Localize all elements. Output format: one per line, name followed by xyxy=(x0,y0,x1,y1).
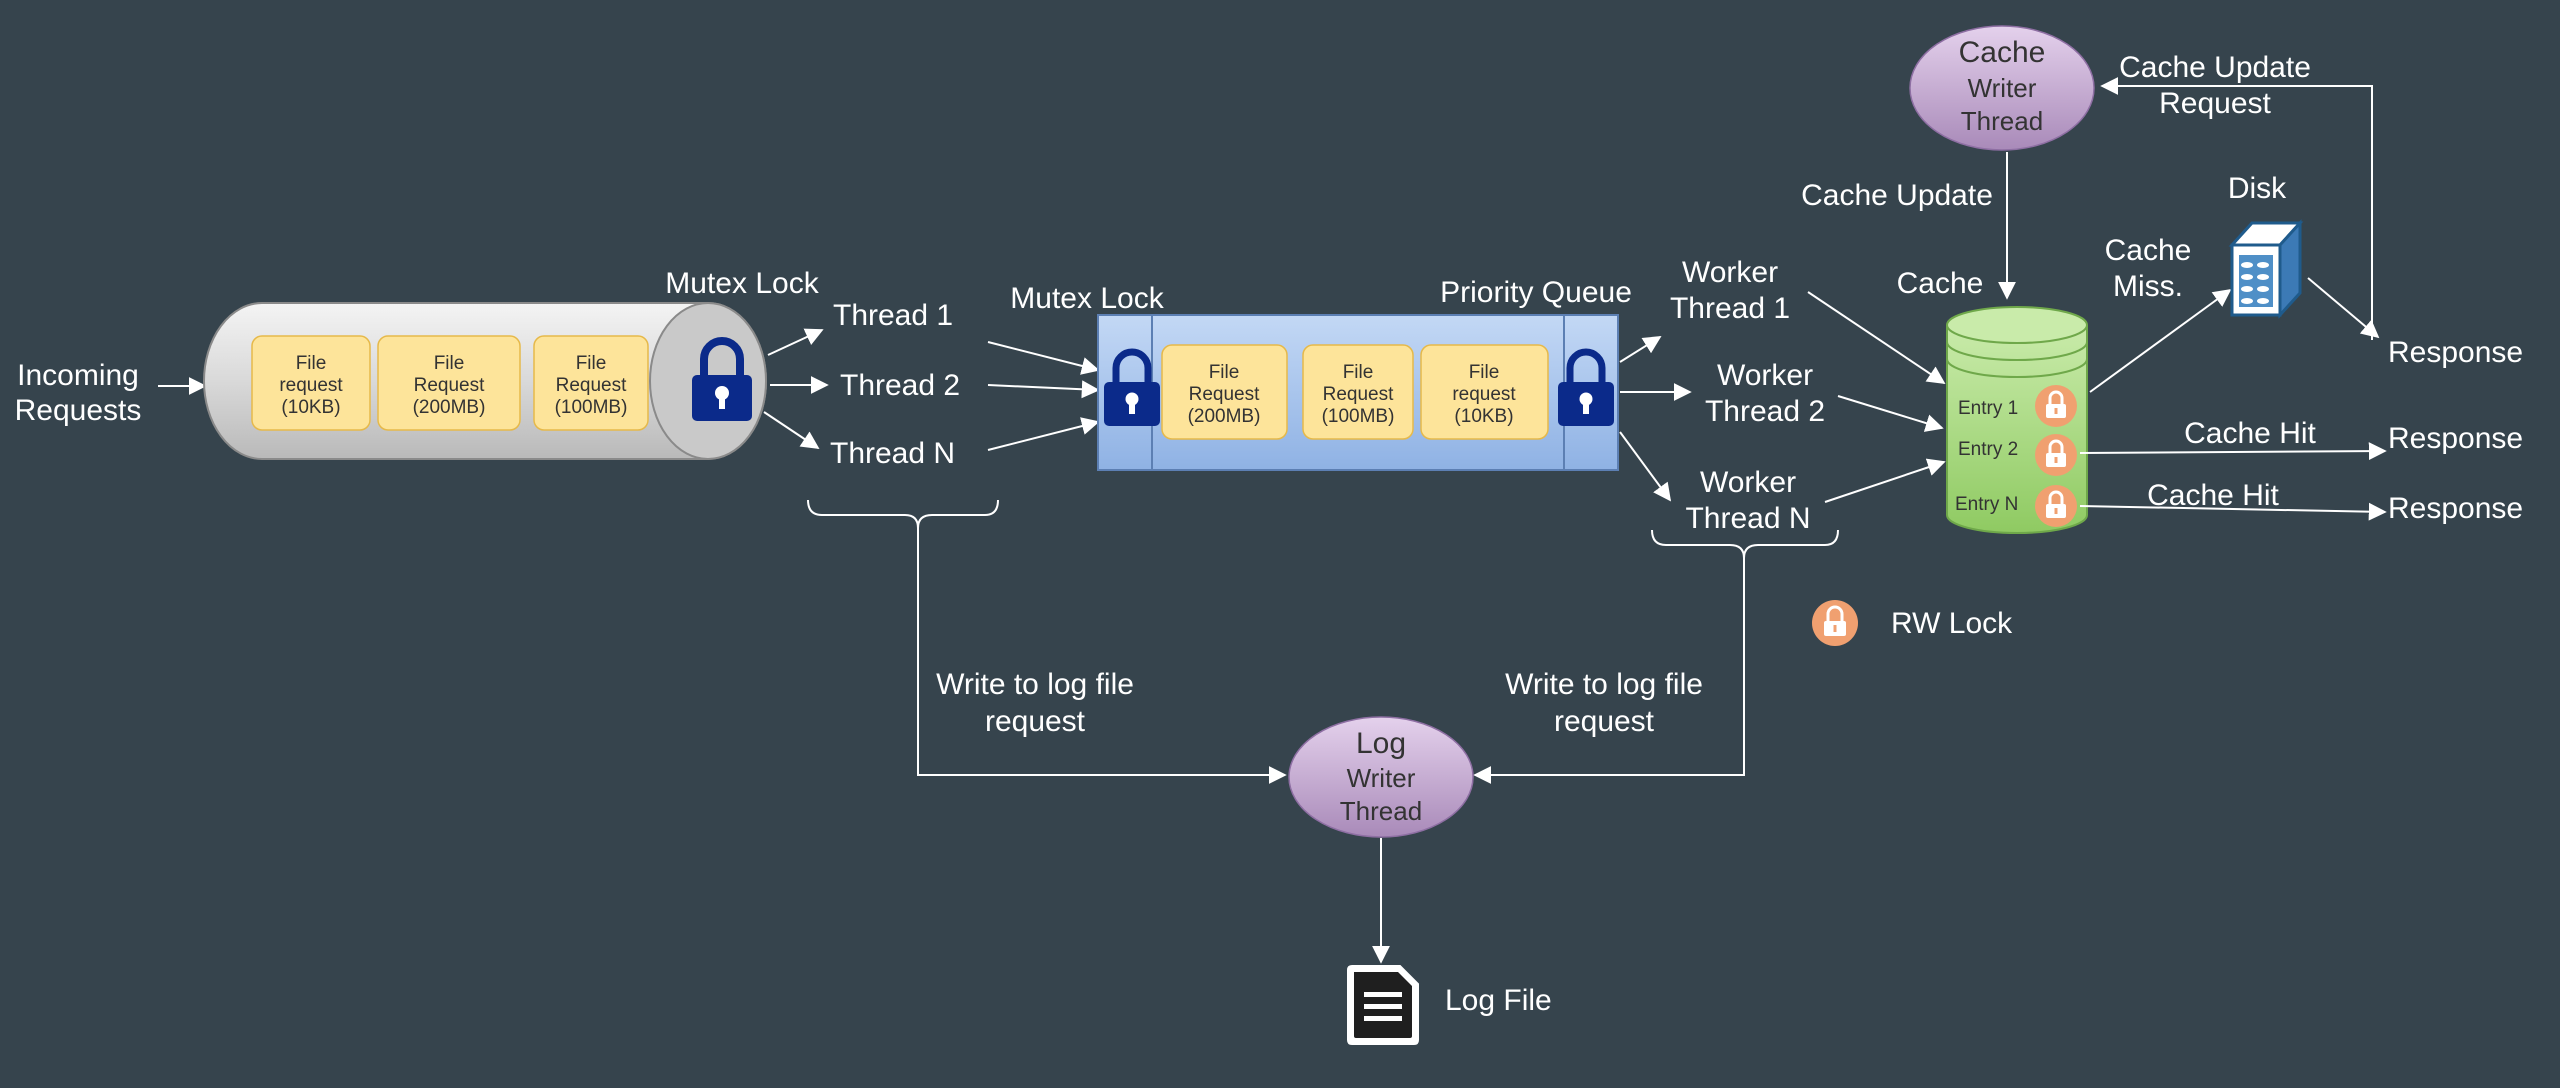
log-request-right-label-1: Write to log file xyxy=(1505,668,1703,701)
thread-n-label: Thread N xyxy=(830,437,955,470)
worker-n-label-1: Worker xyxy=(1700,466,1796,499)
incoming-requests-label-1: Incoming xyxy=(17,359,139,392)
disk-label: Disk xyxy=(2228,172,2287,205)
svg-text:Writer: Writer xyxy=(1968,73,2037,103)
worker-2-label-2: Thread 2 xyxy=(1705,395,1825,428)
svg-text:Log: Log xyxy=(1356,727,1406,760)
rw-lock-legend-label: RW Lock xyxy=(1891,607,2013,640)
svg-text:File: File xyxy=(1209,362,1240,383)
worker-1-label-1: Worker xyxy=(1682,256,1778,289)
mutex-lock-icon xyxy=(1558,348,1614,426)
thread-1-to-pq-arrow xyxy=(987,341,1100,375)
cache-label: Cache xyxy=(1897,267,1984,300)
svg-text:Request: Request xyxy=(556,375,627,396)
svg-text:File: File xyxy=(1343,362,1374,383)
log-request-right-label-2: request xyxy=(1554,705,1655,738)
worker-1-label-2: Thread 1 xyxy=(1670,292,1790,325)
cache-update-label: Cache Update xyxy=(1801,179,1993,212)
log-request-left-label-2: request xyxy=(985,705,1086,738)
cache-update-request-label-2: Request xyxy=(2159,87,2271,120)
log-file-icon xyxy=(1347,965,1419,1045)
svg-text:Writer: Writer xyxy=(1347,763,1416,793)
svg-text:(200MB): (200MB) xyxy=(1188,406,1261,427)
worker-1-to-cache-arrow xyxy=(1807,291,1946,385)
pq-file-card: File request (10KB) xyxy=(1420,344,1549,440)
pq-to-worker-n-arrow xyxy=(1619,431,1672,502)
queue-file-card: File Request (200MB) xyxy=(377,335,521,431)
svg-text:(100MB): (100MB) xyxy=(555,397,628,418)
cache-entry-2: Entry 2 xyxy=(1958,439,2018,460)
cache-miss-arrow xyxy=(2089,288,2232,393)
svg-text:request: request xyxy=(1452,384,1516,405)
worker-n-to-cache-arrow xyxy=(1824,458,1946,503)
threads-log-request-arrow xyxy=(917,528,1287,784)
response-label-1: Response xyxy=(2388,336,2523,369)
arrow-to-thread-1 xyxy=(767,328,824,356)
cache-miss-label-1: Cache xyxy=(2105,234,2192,267)
worker-2-to-cache-arrow xyxy=(1837,395,1944,432)
thread-n-to-pq-arrow xyxy=(987,417,1100,451)
disk-to-response-arrow xyxy=(2307,277,2380,339)
pq-file-card: File Request (200MB) xyxy=(1161,344,1288,440)
worker-2-label-1: Worker xyxy=(1717,359,1813,392)
svg-text:File: File xyxy=(576,353,607,374)
cache-hit-label-1: Cache Hit xyxy=(2184,417,2316,450)
disk-icon xyxy=(2228,219,2304,319)
arrow-to-thread-n xyxy=(763,411,820,449)
response-label-3: Response xyxy=(2388,492,2523,525)
svg-text:Cache: Cache xyxy=(1959,36,2046,69)
mutex-lock-icon xyxy=(692,337,752,421)
priority-queue-label: Priority Queue xyxy=(1440,276,1632,309)
svg-text:Thread: Thread xyxy=(1961,106,2043,136)
thread-2-label: Thread 2 xyxy=(840,369,960,402)
svg-text:Request: Request xyxy=(1189,384,1260,405)
rw-lock-icon xyxy=(2035,385,2077,427)
log-request-left-label-1: Write to log file xyxy=(936,668,1134,701)
svg-text:(10KB): (10KB) xyxy=(1454,406,1513,427)
threads-brace xyxy=(807,499,999,529)
rw-lock-legend-icon xyxy=(1812,600,1858,646)
cache-entry-1: Entry 1 xyxy=(1958,398,2018,419)
incoming-requests-label-2: Requests xyxy=(15,394,142,427)
cache-update-request-arrow xyxy=(2100,77,2373,340)
svg-text:request: request xyxy=(279,375,343,396)
svg-text:(100MB): (100MB) xyxy=(1322,406,1395,427)
svg-text:Request: Request xyxy=(414,375,485,396)
rw-lock-icon xyxy=(2035,434,2077,476)
mutex-lock-label: Mutex Lock xyxy=(665,267,819,300)
response-label-2: Response xyxy=(2388,422,2523,455)
cache-update-request-label-1: Cache Update xyxy=(2119,51,2311,84)
thread-1-label: Thread 1 xyxy=(833,299,953,332)
svg-text:File: File xyxy=(1469,362,1500,383)
pq-file-card: File Request (100MB) xyxy=(1302,344,1414,440)
cache-hit-arrow-1 xyxy=(2079,442,2387,461)
cache-entry-n: Entry N xyxy=(1955,494,2018,515)
svg-text:(200MB): (200MB) xyxy=(413,397,486,418)
cache-cylinder xyxy=(1946,306,2088,534)
thread-2-to-pq-arrow xyxy=(987,380,1100,399)
cache-hit-label-2: Cache Hit xyxy=(2147,479,2279,512)
mutex-lock-icon xyxy=(1104,348,1160,426)
queue-file-card: File request (10KB) xyxy=(251,335,371,431)
rw-lock-icon xyxy=(2035,485,2077,527)
log-writer-thread-oval: Log Writer Thread xyxy=(1288,716,1474,838)
svg-text:Thread: Thread xyxy=(1340,796,1422,826)
pq-to-worker-1-arrow xyxy=(1619,336,1662,363)
cache-hit-arrow-2 xyxy=(2079,502,2387,521)
cache-miss-label-2: Miss. xyxy=(2113,270,2183,303)
svg-text:Request: Request xyxy=(1323,384,1394,405)
svg-text:File: File xyxy=(434,353,465,374)
worker-n-label-2: Thread N xyxy=(1685,502,1810,535)
pq-mutex-lock-label: Mutex Lock xyxy=(1010,282,1164,315)
svg-text:File: File xyxy=(296,353,327,374)
queue-file-card: File Request (100MB) xyxy=(533,335,649,431)
log-file-label: Log File xyxy=(1445,984,1552,1017)
cache-writer-thread-oval: Cache Writer Thread xyxy=(1909,25,2095,151)
workers-log-request-arrow xyxy=(1473,558,1745,784)
svg-text:(10KB): (10KB) xyxy=(281,397,340,418)
